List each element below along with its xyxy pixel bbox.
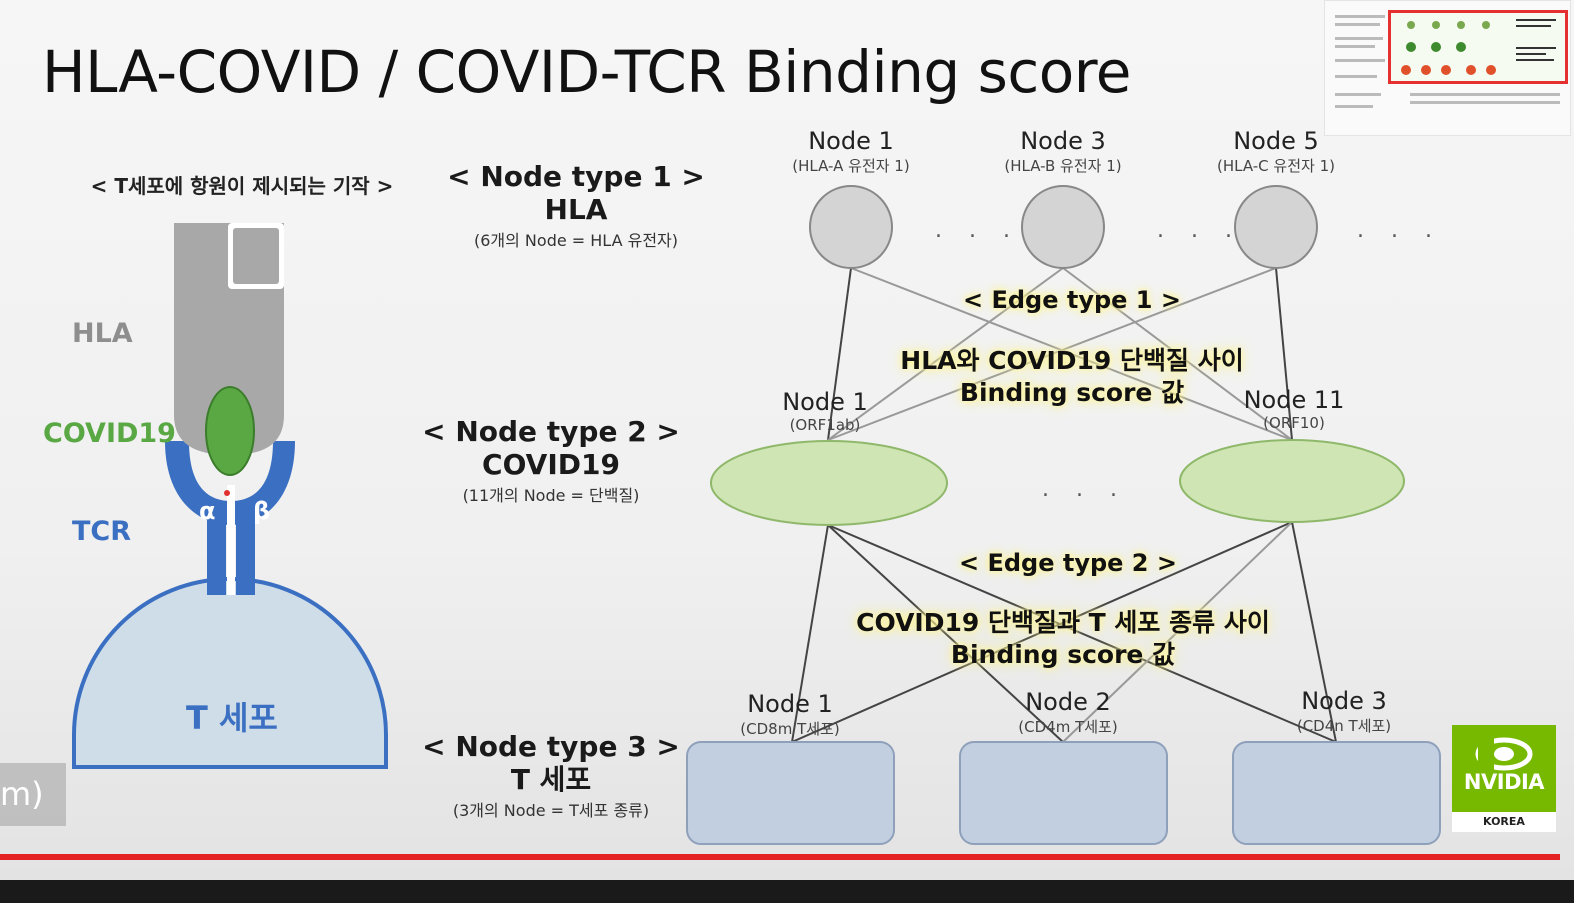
node-type-2-name: COVID19 [482, 448, 620, 481]
covid-node-1 [710, 440, 948, 526]
tcr-beta-stalk [236, 515, 255, 595]
tcell-node-1-sub: (CD8m T세포) [740, 720, 840, 738]
covid-node-11-label: Node 11 (ORF10) [1214, 386, 1374, 432]
tcell-node-2-label: Node 2 (CD4m T세포) [988, 688, 1148, 737]
tcell-node-3-sub: (CD4n T세포) [1296, 717, 1392, 735]
antigen-presentation-diagram [72, 223, 388, 769]
node-type-3-heading: < Node type 3 > [422, 730, 680, 763]
t-cell-shape [72, 577, 388, 769]
covid-node-1-label: Node 1 (ORF1ab) [745, 388, 905, 434]
hla-node-3 [1021, 185, 1105, 269]
edge-type-2-desc: COVID19 단백질과 T 세포 종류 사이 Binding score 값 [828, 607, 1298, 671]
tcell-node-1 [686, 741, 895, 845]
slide-title: HLA-COVID / COVID-TCR Binding score [42, 38, 1131, 106]
edges-type-1 [827, 267, 1293, 441]
hla-ellipsis-1: . . . [935, 218, 1020, 243]
mechanism-title: < T세포에 항원이 제시되는 기작 > [90, 174, 394, 198]
covid-node-11-name: Node 11 [1243, 386, 1345, 414]
nvidia-logo [1452, 725, 1556, 829]
tcell-node-3 [1232, 741, 1441, 845]
nvidia-eye-icon [1475, 737, 1533, 772]
hla-node-3-sub: (HLA-B 유전자 1) [1004, 157, 1122, 175]
tcell-node-3-label: Node 3 (CD4n T세포) [1264, 687, 1424, 736]
edge-type-2-title: < Edge type 2 > [959, 549, 1177, 577]
hla-node-1-name: Node 1 [808, 127, 894, 155]
hla-node-5-sub: (HLA-C 유전자 1) [1217, 157, 1335, 175]
hla-node-3-label: Node 3 (HLA-B 유전자 1) [983, 127, 1143, 176]
node-type-1-heading: < Node type 1 > [447, 160, 705, 193]
video-progress-bar[interactable] [0, 854, 1560, 860]
tcell-node-2-name: Node 2 [1025, 688, 1111, 716]
hla-node-5-name: Node 5 [1233, 127, 1319, 155]
covid-antigen [205, 386, 255, 476]
nvidia-wordmark: NVIDIA [1463, 770, 1545, 794]
covid-ellipsis: . . . [1042, 477, 1127, 502]
tcr-alpha-stalk [207, 515, 226, 595]
hla-ellipsis-2: . . . [1157, 218, 1242, 243]
tcell-node-1-name: Node 1 [747, 690, 833, 718]
node-type-3: < Node type 3 > T 세포 (3개의 Node = T세포 종류) [415, 730, 687, 821]
label-beta: β [253, 497, 271, 525]
tcr-gap [227, 485, 235, 595]
video-controls-bar[interactable] [0, 880, 1574, 903]
label-hla: HLA [72, 318, 133, 349]
node-type-2-heading: < Node type 2 > [422, 415, 680, 448]
node-type-1: < Node type 1 > HLA (6개의 Node = HLA 유전자) [440, 160, 712, 251]
thumbnail-preview [1335, 15, 1560, 108]
tcell-node-2 [959, 741, 1168, 845]
hla-node-1-sub: (HLA-A 유전자 1) [792, 157, 910, 175]
edge-type-2-line1: COVID19 단백질과 T 세포 종류 사이 [856, 608, 1270, 637]
thumbnail-highlight [1388, 10, 1568, 84]
node-type-2: < Node type 2 > COVID19 (11개의 Node = 단백질… [415, 415, 687, 506]
edges-type-2 [791, 521, 1337, 743]
hla-node-1 [809, 185, 893, 269]
label-alpha: α [199, 497, 216, 525]
tcell-node-3-name: Node 3 [1301, 687, 1387, 715]
node-type-3-name: T 세포 [510, 763, 592, 796]
label-covid19: COVID19 [43, 418, 176, 449]
nvidia-region: KOREA [1452, 812, 1556, 832]
hla-node-5-label: Node 5 (HLA-C 유전자 1) [1196, 127, 1356, 176]
hla-node-3-name: Node 3 [1020, 127, 1106, 155]
caption-overlay [0, 763, 66, 826]
hla-node-1-label: Node 1 (HLA-A 유전자 1) [771, 127, 931, 176]
covid-node-1-name: Node 1 [782, 388, 868, 416]
edge-type-1-line1: HLA와 COVID19 단백질 사이 [900, 346, 1244, 375]
hla-ellipsis-3: . . . [1357, 218, 1442, 243]
tcr-cup [165, 441, 295, 525]
node-type-3-desc: (3개의 Node = T세포 종류) [452, 801, 650, 820]
label-tcr: TCR [72, 516, 132, 547]
caption-overlay-text: m) [0, 775, 44, 813]
label-t-cell: T 세포 [186, 699, 278, 737]
edge-type-1-line2: Binding score 값 [959, 378, 1185, 407]
covid-node-1-sub: (ORF1ab) [789, 416, 861, 434]
node-type-2-desc: (11개의 Node = 단백질) [462, 486, 640, 505]
node-type-1-desc: (6개의 Node = HLA 유전자) [473, 231, 679, 250]
edge-type-1-desc: HLA와 COVID19 단백질 사이 Binding score 값 [862, 345, 1282, 409]
tcell-node-1-label: Node 1 (CD8m T세포) [710, 690, 870, 739]
tcell-node-2-sub: (CD4m T세포) [1018, 718, 1118, 736]
node-type-1-name: HLA [544, 193, 608, 226]
edge-type-1-title: < Edge type 1 > [963, 286, 1181, 314]
hla-node-5 [1234, 185, 1318, 269]
covid-node-11 [1179, 439, 1405, 523]
edge-type-2-line2: Binding score 값 [950, 640, 1176, 669]
covid-node-11-sub: (ORF10) [1263, 414, 1325, 432]
